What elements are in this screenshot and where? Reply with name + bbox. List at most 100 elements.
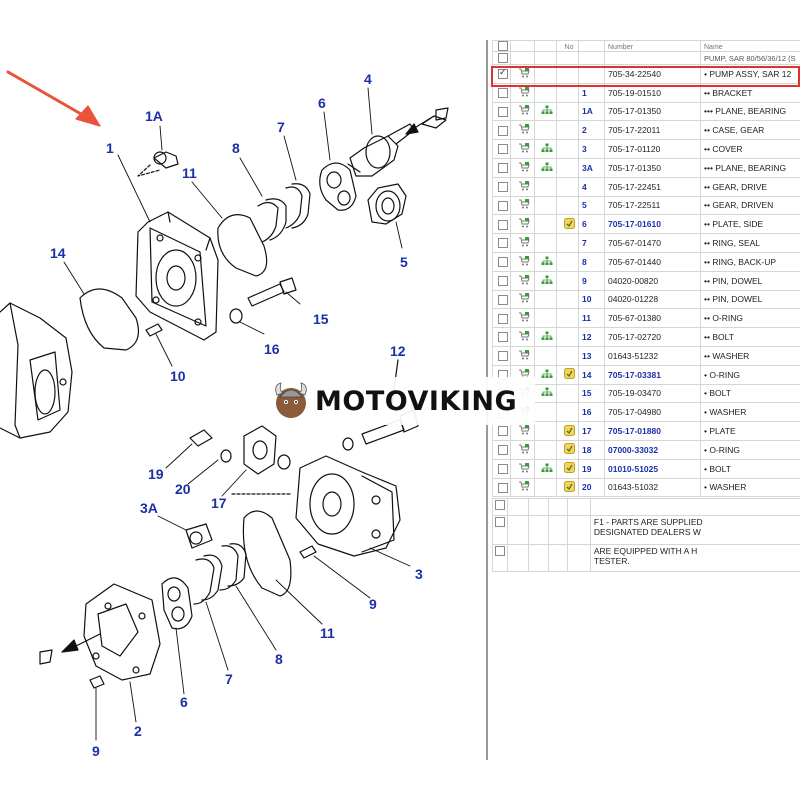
part-number: 01643-51032 bbox=[608, 482, 659, 493]
row-checkbox[interactable] bbox=[498, 482, 508, 493]
cart-icon[interactable] bbox=[518, 67, 530, 80]
cart-icon[interactable] bbox=[518, 331, 530, 343]
row-checkbox[interactable] bbox=[498, 88, 508, 99]
key-number: 4 bbox=[582, 181, 587, 192]
row-checkbox[interactable] bbox=[498, 144, 508, 155]
notes-blank-row bbox=[491, 498, 800, 516]
cart-icon[interactable] bbox=[518, 124, 530, 136]
cover-3 bbox=[295, 455, 401, 557]
cart-icon[interactable] bbox=[518, 425, 530, 437]
drive-gear-4 bbox=[347, 115, 447, 177]
row-checkbox[interactable] bbox=[498, 125, 508, 136]
row-checkbox[interactable] bbox=[498, 313, 508, 324]
part-number[interactable]: 705-17-03381 bbox=[608, 369, 661, 380]
row-checkbox[interactable] bbox=[498, 332, 508, 343]
cart-icon[interactable] bbox=[518, 105, 530, 117]
row-checkbox[interactable] bbox=[498, 464, 508, 474]
cart-icon[interactable] bbox=[518, 481, 530, 493]
assembly-name: PUMP, SAR 80/56/36/12 (S bbox=[700, 51, 800, 65]
cart-icon[interactable] bbox=[518, 293, 530, 305]
part-number[interactable]: 705-17-01880 bbox=[608, 426, 661, 437]
part-number[interactable]: 01010-51025 bbox=[608, 463, 659, 474]
part-number: 705-17-01350 bbox=[608, 162, 661, 173]
row-checkbox[interactable] bbox=[498, 53, 508, 63]
structure-icon[interactable] bbox=[541, 463, 553, 475]
row-checkbox[interactable] bbox=[498, 276, 508, 287]
cart-icon[interactable] bbox=[518, 218, 530, 230]
row-checkbox[interactable] bbox=[498, 426, 508, 437]
cart-icon[interactable] bbox=[518, 255, 530, 268]
cart-icon[interactable] bbox=[518, 143, 530, 155]
cart-icon[interactable] bbox=[518, 274, 530, 287]
row-checkbox[interactable] bbox=[495, 545, 506, 556]
part-number[interactable]: 07000-33032 bbox=[608, 444, 659, 455]
structure-icon[interactable] bbox=[541, 105, 553, 117]
row-checkbox[interactable] bbox=[495, 499, 506, 510]
row-checkbox[interactable] bbox=[498, 294, 508, 305]
structure-icon[interactable] bbox=[541, 275, 553, 287]
row-checkbox[interactable] bbox=[498, 257, 508, 268]
info-icon[interactable] bbox=[563, 424, 575, 438]
table-row[interactable]: 705-34-22540• PUMP ASSY, SAR 12 bbox=[492, 64, 800, 84]
structure-icon[interactable] bbox=[541, 331, 553, 343]
info-icon[interactable] bbox=[563, 368, 575, 381]
header-part-number: Number bbox=[604, 40, 701, 52]
row-checkbox[interactable] bbox=[498, 106, 508, 117]
row-checkbox[interactable] bbox=[498, 351, 508, 362]
info-icon[interactable] bbox=[563, 217, 575, 231]
row-checkbox[interactable] bbox=[498, 219, 508, 230]
cart-icon[interactable] bbox=[518, 86, 530, 99]
structure-icon[interactable] bbox=[541, 387, 553, 399]
structure-icon[interactable] bbox=[541, 369, 553, 381]
row-checkbox[interactable] bbox=[498, 67, 508, 80]
structure-icon[interactable] bbox=[541, 143, 553, 155]
row-checkbox[interactable] bbox=[498, 182, 508, 193]
cart-icon[interactable] bbox=[518, 237, 530, 249]
structure-icon[interactable] bbox=[541, 256, 553, 268]
flow-arrow-upper bbox=[405, 107, 449, 135]
row-checkbox[interactable] bbox=[498, 163, 508, 174]
structure-icon[interactable] bbox=[541, 162, 553, 174]
info-icon[interactable] bbox=[563, 443, 575, 456]
cart-icon[interactable] bbox=[518, 199, 530, 211]
cart-icon[interactable] bbox=[518, 312, 530, 324]
header-checkbox[interactable] bbox=[498, 41, 508, 51]
row-checkbox[interactable] bbox=[498, 200, 508, 211]
cart-icon[interactable] bbox=[518, 443, 530, 456]
cart-icon[interactable] bbox=[518, 180, 530, 193]
cart-icon[interactable] bbox=[518, 161, 530, 174]
part-number[interactable]: 705-17-01610 bbox=[608, 219, 661, 230]
callout-7: 7 bbox=[277, 119, 285, 135]
part-number: 705-19-01510 bbox=[608, 87, 661, 98]
info-icon[interactable] bbox=[563, 480, 575, 494]
cart-icon[interactable] bbox=[518, 349, 530, 362]
info-icon[interactable] bbox=[563, 462, 575, 475]
cart-icon[interactable] bbox=[518, 462, 530, 475]
row-checkbox[interactable] bbox=[498, 445, 508, 456]
row-checkbox[interactable] bbox=[495, 516, 506, 527]
row-checkbox[interactable] bbox=[498, 238, 508, 249]
key-number: 16 bbox=[582, 407, 592, 418]
